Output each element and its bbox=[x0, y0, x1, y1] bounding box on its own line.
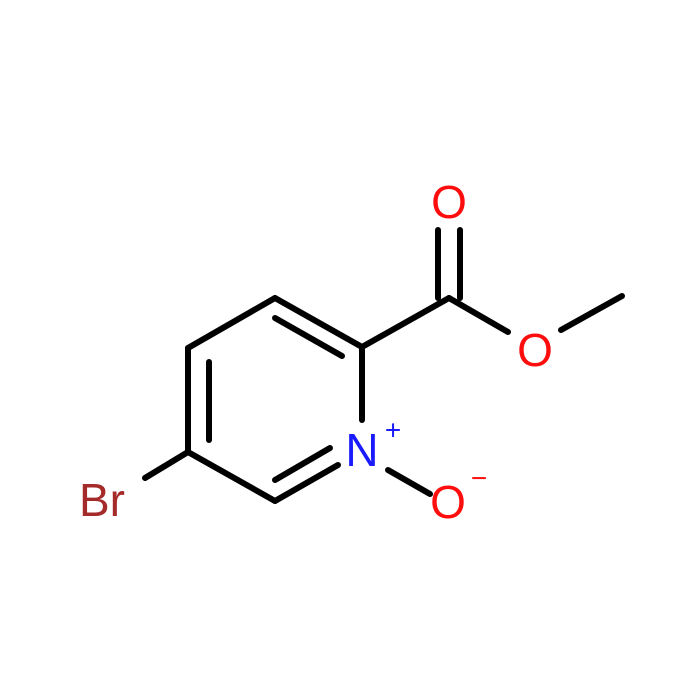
bond-c6-n1-inner bbox=[272, 445, 333, 483]
bond-c3-c4 bbox=[185, 295, 278, 351]
ester-oxygen-label: O bbox=[517, 324, 553, 376]
bond-n1-o bbox=[385, 467, 433, 497]
bond-c5-c6 bbox=[185, 449, 278, 504]
nitrogen-label: N bbox=[345, 424, 378, 476]
n-oxide-oxygen-charge: − bbox=[471, 463, 487, 494]
bromine-label: Br bbox=[79, 474, 125, 526]
bond-oester-methyl bbox=[558, 293, 625, 333]
bond-c2-c3 bbox=[272, 295, 365, 350]
bond-c6-n1 bbox=[272, 462, 341, 504]
bond-ccarbonyl-oester bbox=[446, 295, 511, 335]
bond-c5-br bbox=[142, 449, 191, 481]
bond-c2-ccarbonyl bbox=[359, 295, 452, 350]
bond-c2-c3-inner bbox=[272, 315, 345, 359]
carbonyl-oxygen-label: O bbox=[431, 176, 467, 228]
n-oxide-oxygen-label: O bbox=[430, 476, 466, 528]
nitrogen-charge: + bbox=[385, 415, 401, 446]
